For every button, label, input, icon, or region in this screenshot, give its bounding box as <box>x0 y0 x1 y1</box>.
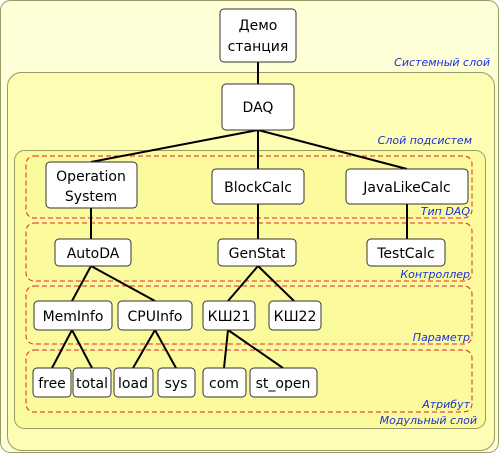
node-cpuinfo: CPUInfo <box>117 300 193 331</box>
node-com: com <box>202 367 247 398</box>
parameter-label: Параметр <box>413 331 470 344</box>
node-genstat-label: GenStat <box>229 246 286 262</box>
edge-genstat-ksh21 <box>227 265 259 302</box>
system-layer-label: Системный слой <box>394 56 490 69</box>
daq-type-label: Тип DAQ <box>421 205 471 218</box>
node-free: free <box>32 367 72 398</box>
node-ksh22: КШ22 <box>268 300 322 331</box>
node-meminfo-label: MemInfo <box>43 309 104 325</box>
edge-daq-operation-system <box>90 129 259 163</box>
edge-daq-javalikecalc <box>257 129 408 170</box>
node-javalikecalc: JavaLikeCalc <box>345 168 469 205</box>
edge-meminfo-total <box>71 329 93 369</box>
edge-ksh21-st-open <box>227 329 284 369</box>
node-load-label: load <box>118 376 148 392</box>
node-total-label: total <box>76 376 108 392</box>
node-sys-label: sys <box>165 376 188 392</box>
node-st-open-label: st_open <box>256 376 311 392</box>
node-demo-station-line1: Демо <box>239 18 278 34</box>
module-layer-label: Модульный слой <box>380 414 477 427</box>
node-autoda: AutoDA <box>54 238 132 267</box>
node-operation-system: Operation System <box>45 161 138 209</box>
node-st-open: st_open <box>249 367 318 398</box>
daq-type-group <box>25 155 473 219</box>
node-operation-system-line2: System <box>65 189 117 205</box>
node-genstat: GenStat <box>217 238 297 267</box>
module-layer-panel <box>14 150 486 429</box>
controller-label: Контроллер <box>400 268 470 281</box>
node-autoda-label: AutoDA <box>67 246 120 262</box>
edge-genstat-ksh22 <box>257 265 295 302</box>
attribute-label: Атрибут <box>421 398 470 411</box>
edge-ksh21-com <box>223 329 229 369</box>
attribute-group <box>25 349 473 413</box>
node-testcalc: TestCalc <box>366 238 446 267</box>
parameter-group <box>25 285 473 345</box>
node-total: total <box>72 367 112 398</box>
node-blockcalc: BlockCalc <box>211 168 305 205</box>
node-javalikecalc-label: JavaLikeCalc <box>362 180 450 196</box>
edge-cpuinfo-load <box>132 329 156 369</box>
node-sys: sys <box>157 367 196 398</box>
edge-autoda-meminfo <box>71 265 92 302</box>
controller-group <box>25 222 473 282</box>
node-testcalc-label: TestCalc <box>376 246 435 262</box>
hierarchy-edges <box>51 62 408 369</box>
node-ksh21-label: КШ21 <box>208 309 251 325</box>
node-cpuinfo-label: CPUInfo <box>128 309 183 325</box>
node-demo-station: Демо станция <box>219 8 297 63</box>
node-ksh22-label: КШ22 <box>274 309 317 325</box>
subsystem-layer-label: Слой подсистем <box>378 134 472 147</box>
node-load: load <box>113 367 154 398</box>
edge-cpuinfo-sys <box>154 329 177 369</box>
edge-meminfo-free <box>51 329 73 369</box>
node-free-label: free <box>38 376 66 392</box>
node-meminfo: MemInfo <box>33 300 113 331</box>
node-daq: DAQ <box>221 83 295 131</box>
node-ksh21: КШ21 <box>202 300 256 331</box>
node-blockcalc-label: BlockCalc <box>224 180 292 196</box>
node-daq-label: DAQ <box>243 100 274 116</box>
node-operation-system-line1: Operation <box>56 169 126 185</box>
node-demo-station-line2: станция <box>228 39 289 55</box>
edge-autoda-cpuinfo <box>90 265 156 302</box>
node-com-label: com <box>209 376 239 392</box>
